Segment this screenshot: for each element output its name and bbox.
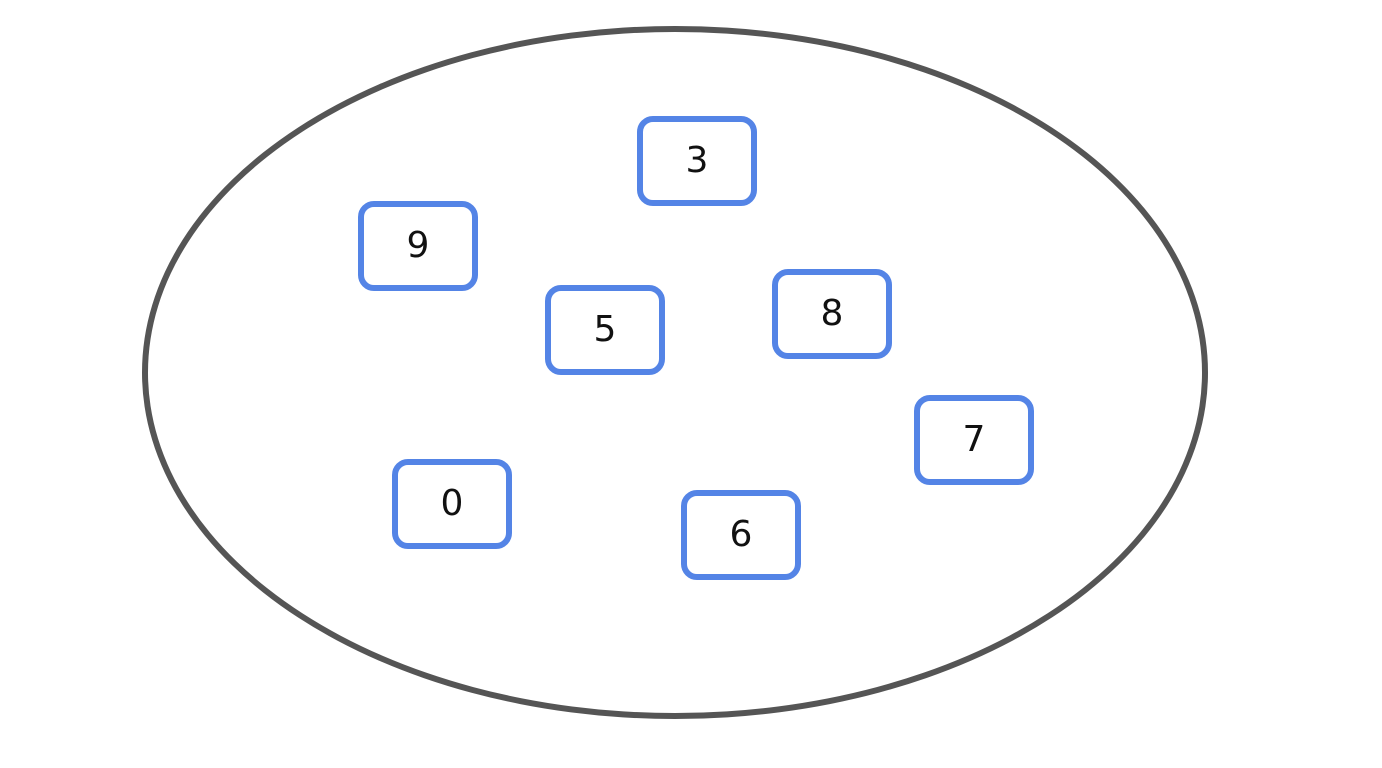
set-element-box: 8 bbox=[772, 269, 892, 359]
set-element-label: 9 bbox=[406, 225, 430, 266]
set-element-label: 6 bbox=[729, 514, 753, 555]
set-element-label: 7 bbox=[962, 419, 986, 460]
set-element-box: 0 bbox=[392, 459, 512, 549]
set-element-box: 9 bbox=[358, 201, 478, 291]
set-element-box: 6 bbox=[681, 490, 801, 580]
set-element-label: 5 bbox=[593, 309, 617, 350]
set-element-box: 7 bbox=[914, 395, 1034, 485]
set-element-box: 5 bbox=[545, 285, 665, 375]
set-element-box: 3 bbox=[637, 116, 757, 206]
set-element-label: 8 bbox=[820, 293, 844, 334]
set-element-label: 0 bbox=[440, 483, 464, 524]
set-element-label: 3 bbox=[685, 140, 709, 181]
